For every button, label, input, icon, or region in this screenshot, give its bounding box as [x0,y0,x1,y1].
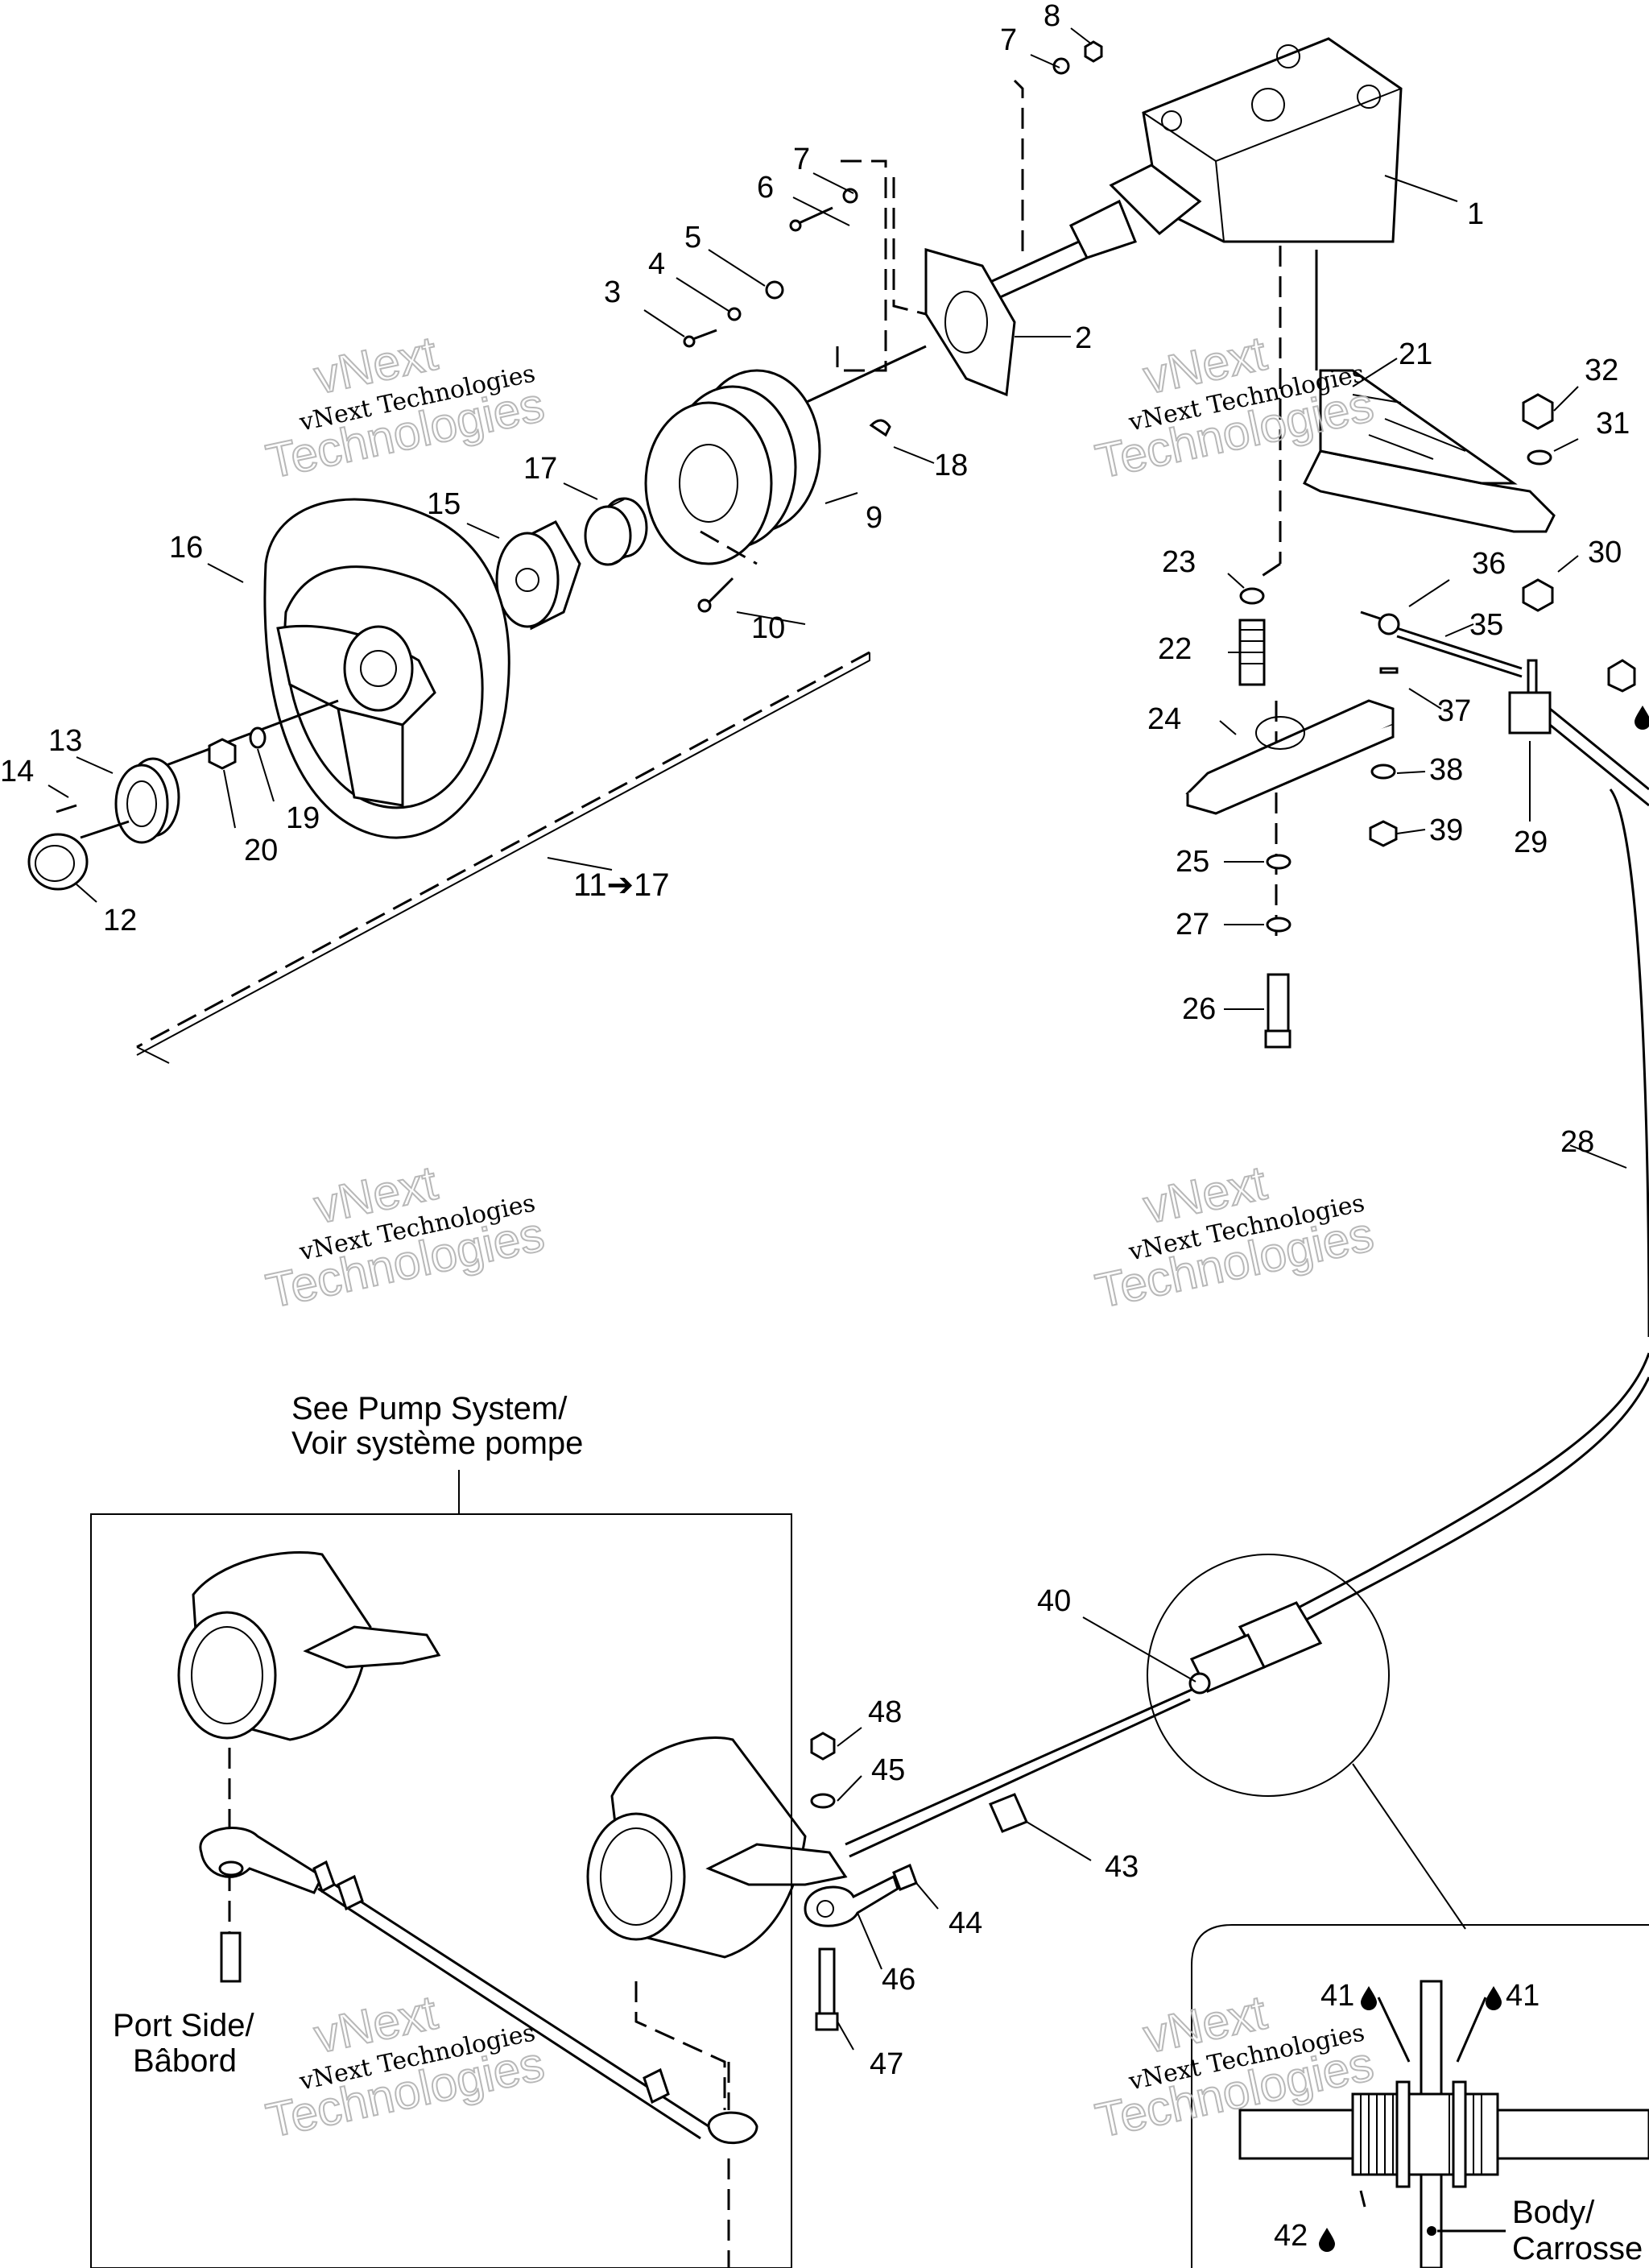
callout-30: 30 [1588,536,1622,569]
callout-37: 37 [1437,694,1471,728]
callout-7b: 7 [1000,23,1017,57]
bolt-part-10 [697,577,734,613]
callout-27: 27 [1176,908,1209,942]
callout-9: 9 [866,501,882,535]
callout-46: 46 [882,1963,915,1997]
callout-7a: 7 [793,143,810,176]
note-port-side-1: Port Side/ [113,2008,255,2043]
callout-23: 23 [1162,545,1196,579]
callout-43: 43 [1105,1850,1139,1884]
cable-end-assembly [1360,610,1649,807]
bolt-part-22 [1238,587,1266,686]
ball-joint-group [804,1732,899,2031]
assembly-lines-upper [136,79,1318,1064]
callout-24: 24 [1147,702,1181,736]
callout-22: 22 [1158,632,1192,666]
note-body-1: Body/ [1512,2195,1595,2230]
note-see-pump-1: See Pump System/ [291,1391,568,1426]
watermark-mid-right: vNext vNext Technologies Technologies [1090,1155,1379,1319]
nut-part-39 [1369,820,1398,847]
callout-31: 31 [1596,407,1630,441]
watermark-top-left: vNext vNext Technologies Technologies [261,325,550,490]
key-part-18 [869,419,891,437]
steering-housing-part-1 [990,37,1403,300]
cable-ferrule-part-43 [892,1793,1028,1891]
ring-part-13 [114,757,180,844]
callout-14: 14 [0,755,34,788]
drop-icon [1319,2228,1335,2252]
washer-part-19 [249,726,267,749]
hub-part-9 [644,369,821,565]
callout-3: 3 [604,275,621,309]
callout-47: 47 [870,2047,903,2081]
callout-4: 4 [648,247,665,281]
callout-16: 16 [169,531,203,565]
callout-21: 21 [1399,337,1432,371]
note-steering-assembly: 11➔17 [573,867,670,903]
callout-35: 35 [1469,608,1503,642]
callout-17: 17 [523,452,557,486]
callout-2: 2 [1075,321,1092,355]
nuts-30-32 [1522,393,1554,612]
hub-adaptor-part-15 [495,520,581,631]
notes: 11➔17 See Pump System/ Voir système pomp… [113,867,1643,2266]
steering-wheel-part-16 [144,498,510,839]
drop-icon [1361,1986,1377,2010]
watermark-mid-left: vNext vNext Technologies Technologies [261,1155,550,1319]
callout-42: 42 [1274,2219,1308,2253]
callout-28: 28 [1560,1125,1594,1159]
bracket-part-24 [1185,699,1395,815]
cap-part-12 [27,820,130,891]
callout-29: 29 [1514,826,1548,859]
callout-5: 5 [684,221,701,255]
callout-45: 45 [871,1753,905,1787]
callout-48: 48 [868,1695,902,1729]
pump-system-box [90,1470,792,2268]
callout-41a: 41 [1320,1979,1354,2013]
callout-39: 39 [1429,813,1463,847]
note-body-2: Carrosse [1512,2231,1643,2266]
screw-part-14 [56,804,77,813]
callout-6: 6 [757,171,774,205]
callout-40: 40 [1037,1584,1071,1618]
callout-25: 25 [1176,845,1209,879]
callout-44: 44 [948,1906,982,1940]
callout-1: 1 [1467,197,1484,231]
bracket-part-21 [1302,369,1556,533]
bracket-part-2 [804,248,1016,404]
drop-icon [1486,1986,1502,2010]
callout-20: 20 [244,834,278,867]
callout-8: 8 [1044,0,1060,33]
note-port-side-2: Bâbord [133,2043,237,2079]
callout-12: 12 [103,904,137,937]
note-see-pump-2: Voir système pompe [291,1426,583,1461]
callout-38: 38 [1429,753,1463,787]
callout-41b: 41 [1506,1979,1539,2013]
callout-19: 19 [286,801,320,835]
spline-adaptor-part-17 [584,497,648,566]
callout-13: 13 [48,724,82,758]
callout-10: 10 [751,611,785,645]
lower-fasteners [1264,854,1292,1049]
callout-26: 26 [1182,992,1216,1026]
leader-lines [48,27,1627,2051]
detail-inset-body [1191,1924,1649,2268]
callout-18: 18 [934,449,968,482]
detail-circle [845,1554,1466,1930]
callout-36: 36 [1472,547,1506,581]
pump-nozzle-right [586,1736,848,2110]
fasteners-upper [683,40,1103,348]
callout-15: 15 [427,487,461,521]
washer-part-38 [1370,764,1396,780]
nut-part-20 [208,738,237,770]
callout-32: 32 [1585,354,1618,387]
